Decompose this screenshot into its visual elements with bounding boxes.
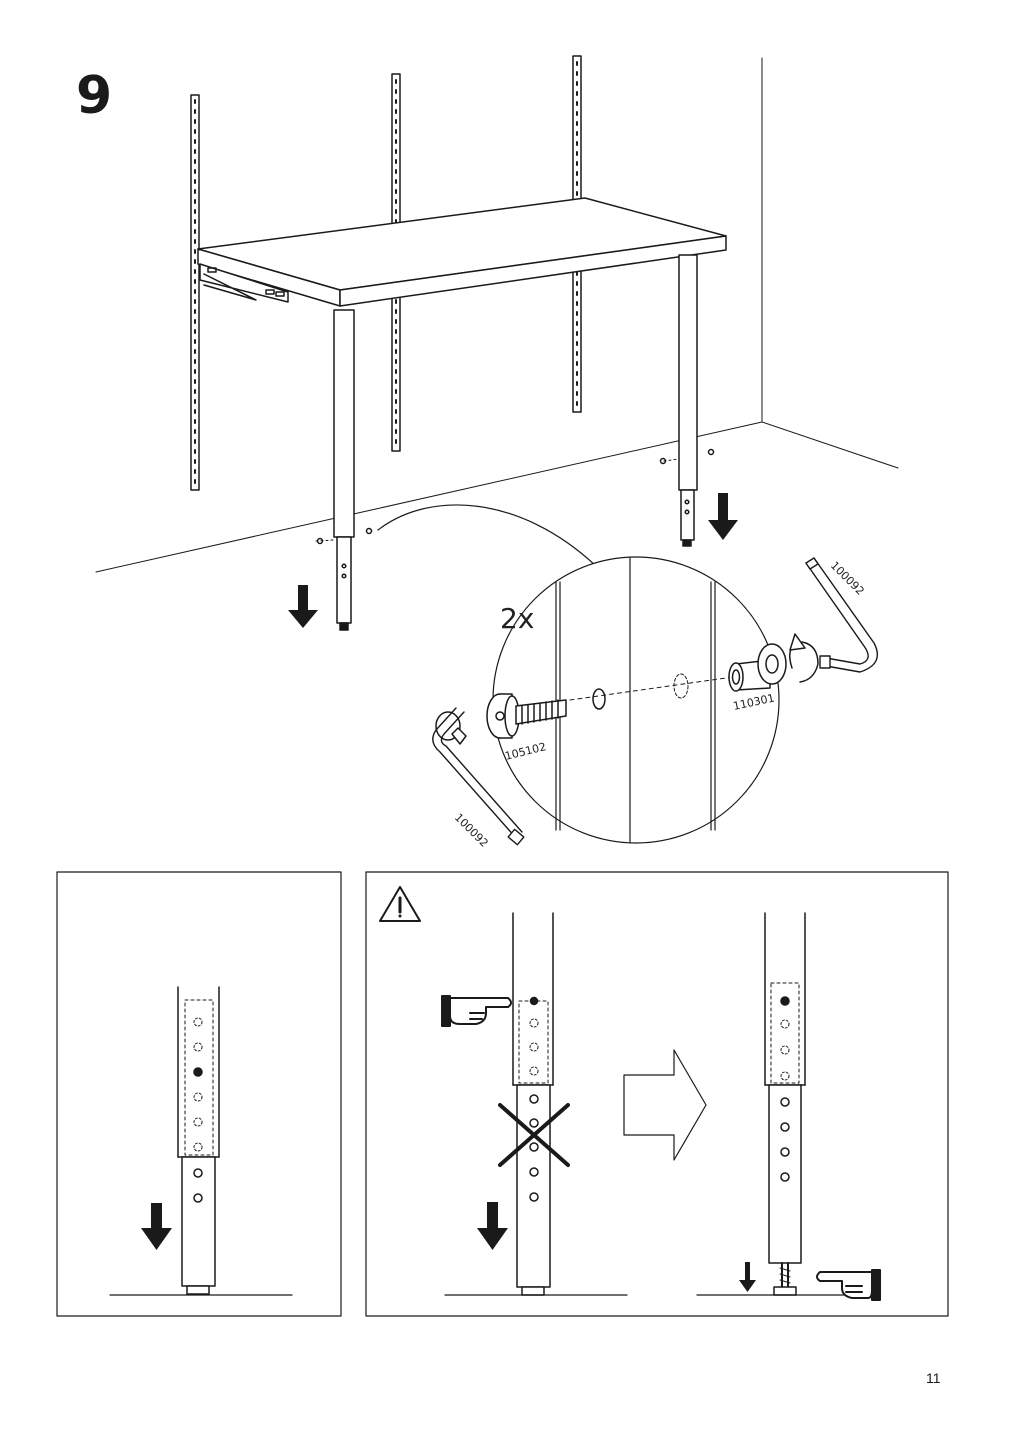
rotate-arrow-icon xyxy=(435,711,467,745)
down-arrow-icon xyxy=(141,1203,172,1250)
rotate-arrow-icon xyxy=(789,633,819,683)
leg-section-left xyxy=(109,986,293,1296)
down-arrow-icon xyxy=(477,1202,508,1250)
detail-callout xyxy=(377,504,780,844)
down-arrow-icon xyxy=(288,585,318,628)
down-arrow-icon xyxy=(708,493,738,540)
page-number: 11 xyxy=(926,1370,941,1386)
step-number: 9 xyxy=(76,66,113,126)
wall-upright-left xyxy=(190,94,200,491)
leg-section-incorrect xyxy=(444,912,628,1296)
allen-key-right xyxy=(805,557,878,673)
panel-left xyxy=(56,871,342,1317)
quantity-label: 2x xyxy=(500,602,534,635)
down-arrow-icon xyxy=(739,1262,756,1292)
panel-right xyxy=(365,871,949,1317)
part-number-allen-key-left: 100092 xyxy=(452,811,491,850)
barrel-nut-110301 xyxy=(728,643,787,692)
pointing-hand-icon xyxy=(816,1269,881,1301)
table-top xyxy=(197,197,727,307)
room-lines xyxy=(95,57,899,573)
warning-triangle-icon xyxy=(379,886,421,922)
x-cross-icon xyxy=(498,1103,570,1167)
outline-right-arrow-icon xyxy=(623,1049,707,1161)
bolt-105102 xyxy=(486,693,567,739)
wall-bracket xyxy=(199,263,289,303)
pointing-hand-icon xyxy=(441,995,512,1027)
leg-section-correct xyxy=(696,912,881,1296)
part-number-allen-key-right: 100092 xyxy=(828,559,867,598)
table-leg-back xyxy=(659,254,715,547)
table-leg-front xyxy=(315,309,373,631)
